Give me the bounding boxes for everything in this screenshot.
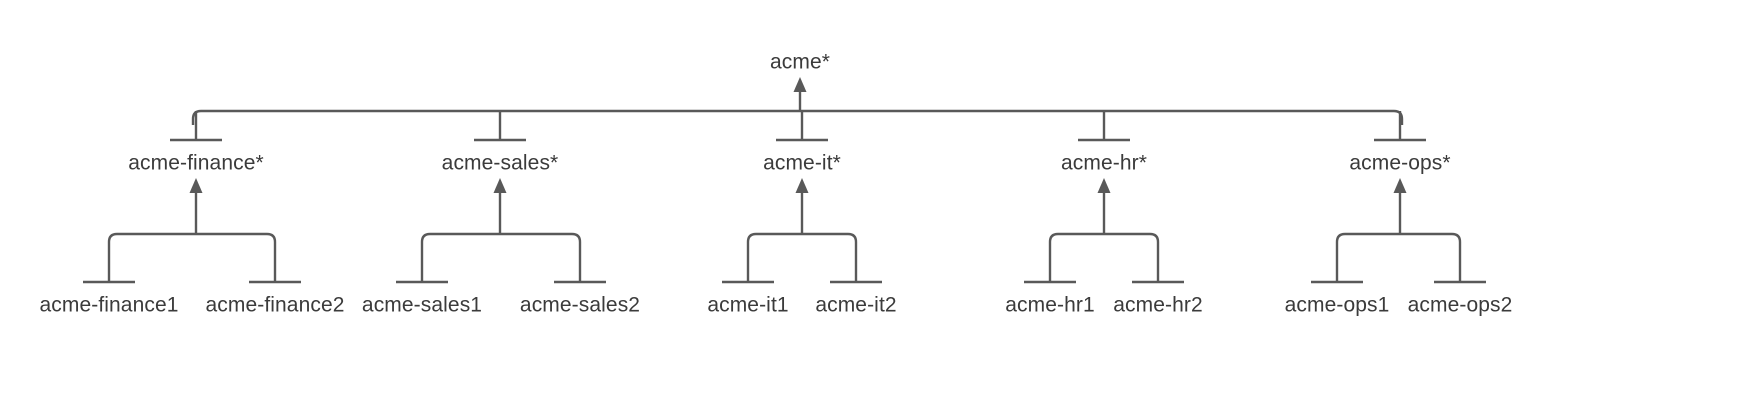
tree-node-acme-sales[interactable]: acme-sales* <box>441 151 559 175</box>
edge-arrowhead <box>795 178 809 193</box>
tree-node-acme-it[interactable]: acme-it* <box>763 151 841 175</box>
edge-arrowhead <box>1097 178 1111 193</box>
tree-node-acme-hr2[interactable]: acme-hr2 <box>1113 293 1203 317</box>
tree-node-root[interactable]: acme* <box>769 50 831 74</box>
tree-node-acme-it2[interactable]: acme-it2 <box>815 293 897 317</box>
edge-arrowhead <box>1393 178 1407 193</box>
tree-node-acme-it1[interactable]: acme-it1 <box>707 293 789 317</box>
tree-node-acme-hr[interactable]: acme-hr* <box>1061 151 1147 175</box>
edge-arrowhead <box>493 178 507 193</box>
tree-node-acme-ops2[interactable]: acme-ops2 <box>1407 293 1513 317</box>
edge-arrowhead <box>793 77 807 92</box>
tree-node-acme-sales1[interactable]: acme-sales1 <box>361 293 483 317</box>
tree-node-acme-ops[interactable]: acme-ops* <box>1349 151 1451 175</box>
tree-node-acme-finance2[interactable]: acme-finance2 <box>205 293 345 317</box>
tree-node-acme-finance1[interactable]: acme-finance1 <box>39 293 179 317</box>
edge-arrowhead <box>189 178 203 193</box>
tree-node-acme-ops1[interactable]: acme-ops1 <box>1284 293 1390 317</box>
tree-node-acme-sales2[interactable]: acme-sales2 <box>519 293 641 317</box>
tree-node-acme-finance[interactable]: acme-finance* <box>128 151 264 175</box>
tree-node-acme-hr1[interactable]: acme-hr1 <box>1005 293 1095 317</box>
